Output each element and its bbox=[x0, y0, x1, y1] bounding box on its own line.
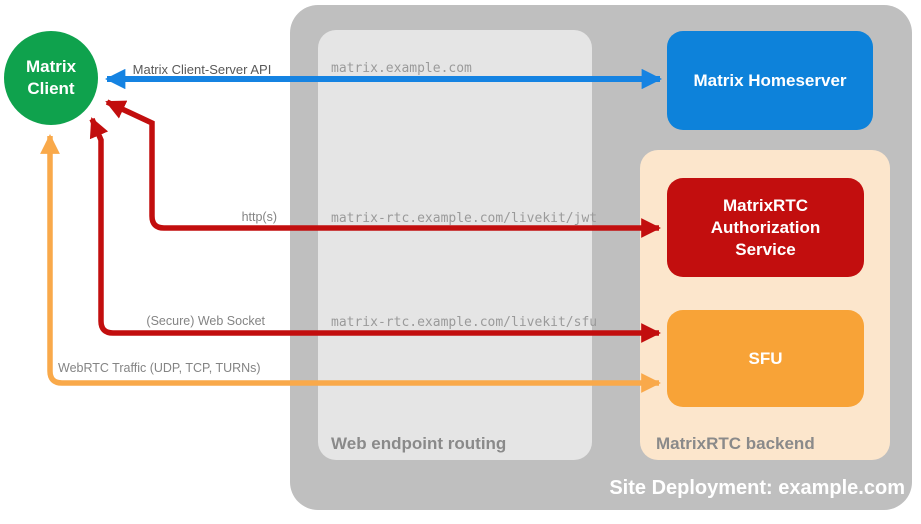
matrix-client-label-line2: Client bbox=[27, 79, 75, 98]
sfu-node: SFU bbox=[667, 310, 864, 407]
matrixrtc-authorization-service-label: MatrixRTC Authorization Service bbox=[710, 195, 821, 259]
site-deployment-caption: Site Deployment: example.com bbox=[609, 477, 905, 499]
matrix-homeserver-node: Matrix Homeserver bbox=[667, 31, 873, 130]
matrixrtc-backend-caption: MatrixRTC backend bbox=[656, 434, 815, 453]
endpoint-livekit-sfu: matrix-rtc.example.com/livekit/sfu bbox=[331, 315, 598, 330]
matrix-client-label-line1: Matrix bbox=[25, 57, 77, 76]
matrix-client-node: Matrix Client bbox=[4, 31, 98, 125]
matrix-homeserver-label: Matrix Homeserver bbox=[693, 70, 847, 90]
matrixrtc-authorization-service-node: MatrixRTC Authorization Service bbox=[667, 178, 864, 277]
endpoint-matrix-example-com: matrix.example.com bbox=[331, 61, 472, 76]
web-endpoint-routing-caption: Web endpoint routing bbox=[331, 434, 507, 453]
webrtc-traffic-arrow-label: WebRTC Traffic (UDP, TCP, TURNs) bbox=[58, 361, 261, 375]
websocket-arrow-label: (Secure) Web Socket bbox=[146, 314, 265, 328]
https-arrow-label: http(s) bbox=[241, 210, 277, 224]
sfu-label: SFU bbox=[748, 348, 783, 368]
endpoint-livekit-jwt: matrix-rtc.example.com/livekit/jwt bbox=[331, 211, 598, 226]
client-server-api-arrow-label: Matrix Client-Server API bbox=[132, 62, 272, 77]
web-endpoint-routing-container bbox=[318, 30, 592, 460]
